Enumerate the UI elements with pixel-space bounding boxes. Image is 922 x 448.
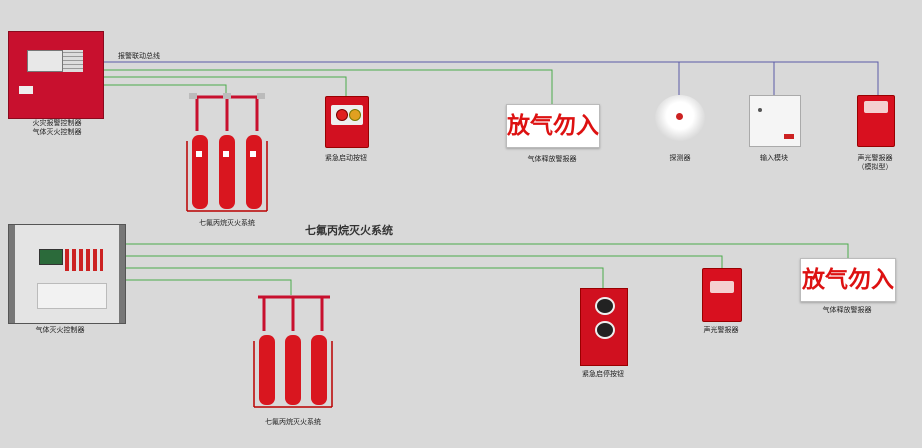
module-brand-icon <box>784 134 794 139</box>
heptafluoropropane-cylinders-bottom[interactable] <box>250 291 336 413</box>
controller-buttons <box>65 249 103 271</box>
strobe-lens-icon <box>864 101 888 113</box>
bus-line-top <box>100 61 879 95</box>
red-button-icon <box>336 109 348 121</box>
sounder-bottom-label: 声光警报器 <box>703 326 739 334</box>
manual-button-label: 紧急启动按钮 <box>325 154 367 162</box>
bus-label: 报警联动总线 <box>118 52 160 60</box>
controller-keypad <box>63 50 83 72</box>
cylinders-top-label: 七氟丙烷灭火系统 <box>199 219 255 227</box>
heptafluoropropane-cylinders-top[interactable] <box>183 91 271 216</box>
controller-bottom-plate <box>37 283 107 309</box>
controller-label-line1: 火灾报警控制器 <box>32 119 82 127</box>
top-sign-label: 气体释放警报器 <box>527 155 577 163</box>
cylinders-bottom-label: 七氟丙烷灭火系统 <box>265 418 321 426</box>
sounder-strobe-bottom[interactable] <box>702 268 742 322</box>
smoke-detector[interactable] <box>655 95 705 141</box>
gas-release-sign-top[interactable]: 放气勿入 <box>506 104 600 148</box>
detector-led-icon <box>676 113 683 120</box>
bottom-controller-label: 气体灭火控制器 <box>35 326 85 334</box>
wire-bottom-sounder <box>124 255 723 268</box>
sounder-strobe-top[interactable] <box>857 95 895 147</box>
controller-screen <box>27 50 63 72</box>
fire-alarm-controller[interactable] <box>8 31 104 119</box>
detector-label: 探测器 <box>669 154 691 162</box>
wire-bottom-panel <box>124 267 604 288</box>
controller-display <box>39 249 63 265</box>
sounder-top-label-line2: （模拟型） <box>857 163 893 171</box>
sounder-top-label: 声光警报器 （模拟型） <box>850 154 900 172</box>
wire-top-button <box>100 76 347 96</box>
sounder-top-label-line1: 声光警报器 <box>857 154 893 162</box>
fire-alarm-controller-label: 火灾报警控制器 气体灭火控制器 <box>14 119 100 137</box>
controller-label-plate <box>19 86 33 94</box>
module-led-icon <box>758 108 762 112</box>
wire-top-sign <box>100 69 553 104</box>
controller-label-line2: 气体灭火控制器 <box>32 128 82 136</box>
emergency-panel-label: 紧急启停按钮 <box>582 370 624 378</box>
start-button-icon <box>595 297 615 315</box>
wire-bottom-cylinders <box>124 279 292 295</box>
gas-release-sign-bottom[interactable]: 放气勿入 <box>800 258 896 302</box>
input-module[interactable] <box>749 95 801 147</box>
emergency-start-button[interactable] <box>325 96 369 148</box>
system-title: 七氟丙烷灭火系统 <box>305 224 393 237</box>
stop-button-icon <box>595 321 615 339</box>
bottom-sign-label: 气体释放警报器 <box>822 306 872 314</box>
strobe-lens-icon <box>710 281 734 293</box>
wire-bottom-sign <box>124 243 849 258</box>
input-module-label: 输入模块 <box>760 154 788 162</box>
gas-extinguishing-controller[interactable] <box>8 224 126 324</box>
yellow-button-icon <box>349 109 361 121</box>
emergency-start-stop-panel[interactable] <box>580 288 628 366</box>
